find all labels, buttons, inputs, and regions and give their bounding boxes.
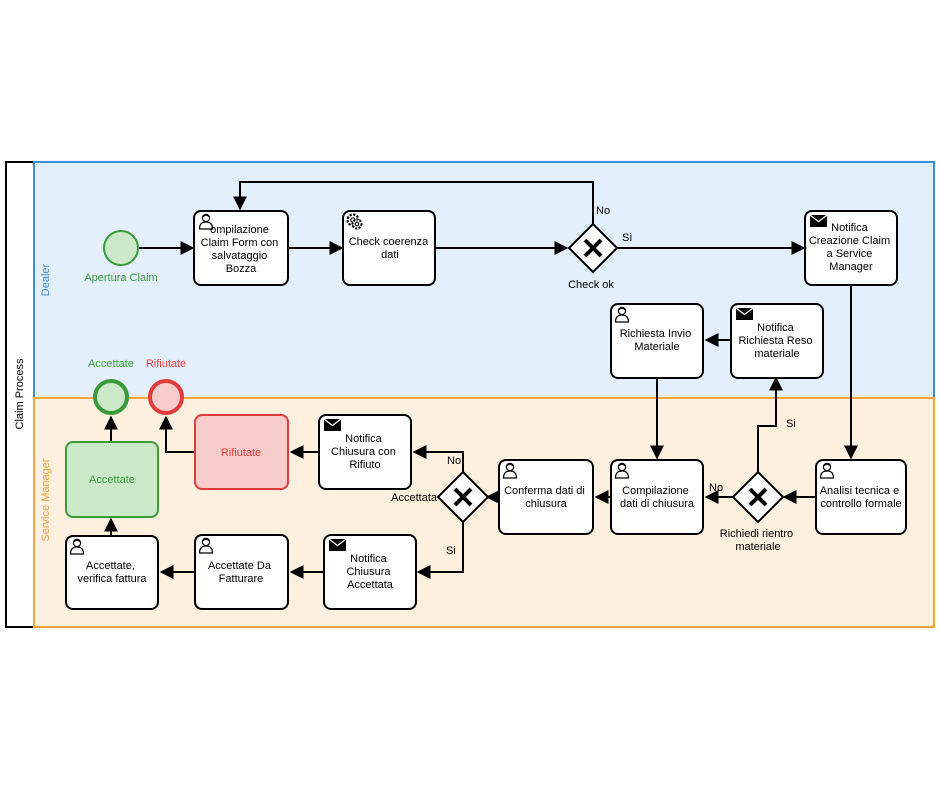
task-compilazione-claim[interactable]: ompilazione Claim Form con salvataggio B… (193, 210, 289, 286)
label-rientro-si: Si (786, 418, 796, 430)
task-label: Notifica Chiusura Accettata (346, 553, 393, 591)
task-notifica-richiesta-reso[interactable]: Notifica Richiesta Reso materiale (730, 303, 824, 379)
label-accettata-no: No (447, 455, 461, 467)
task-notifica-rifiuto[interactable]: Notifica Chiusura con Rifiuto (318, 414, 412, 490)
flow-gateway-no-loop[interactable] (233, 181, 594, 224)
pool-label: Claim Process (14, 358, 26, 429)
task-analisi-tecnica[interactable]: Analisi tecnica e controllo formale (815, 459, 907, 535)
task-label: Notifica Chiusura con Rifiuto (331, 433, 399, 471)
task-label: Accettate (89, 474, 135, 486)
end-event-rifiutate-label: Rifiutate (146, 358, 186, 370)
task-label: Analisi tecnica e controllo formale (820, 485, 903, 510)
task-label: Notifica Creazione Claim a Service Manag… (809, 222, 893, 273)
task-check-coerenza[interactable]: Check coerenza dati (342, 210, 436, 286)
envelope-icon (323, 418, 342, 432)
sequence-flows (104, 181, 858, 579)
envelope-icon (735, 307, 754, 321)
gateway-richiedi-rientro[interactable] (731, 470, 785, 524)
task-accettate[interactable]: Accettate (65, 441, 159, 518)
task-label: Accettate, verifica fattura (77, 560, 147, 585)
task-label: Check coerenza dati (349, 236, 432, 261)
task-accettate-fatturare[interactable]: Accettate Da Fatturare (194, 534, 289, 610)
envelope-icon (328, 538, 347, 552)
end-event-rifiutate[interactable] (148, 379, 184, 415)
label-accettata-si: Si (446, 545, 456, 557)
task-label: Richiesta Invio Materiale (620, 328, 695, 353)
task-accettate-verifica[interactable]: Accettate, verifica fattura (65, 535, 159, 610)
task-label: ompilazione Claim Form con salvataggio B… (201, 224, 282, 275)
task-rifiutate[interactable]: Rifiutate (194, 414, 289, 490)
flow-accettata-si[interactable] (416, 522, 464, 579)
start-event-label: Apertura Claim (84, 272, 157, 284)
task-label: Rifiutate (221, 447, 261, 459)
lane-dealer-label: Dealer (40, 263, 52, 296)
lane-service-manager (33, 397, 935, 628)
lane-service-label: Service Manager (40, 458, 52, 541)
task-label: Notifica Richiesta Reso materiale (738, 322, 815, 360)
task-compilazione-chiusura[interactable]: Compilazione dati di chiusura (610, 459, 704, 535)
task-conferma-chiusura[interactable]: Conferma dati di chiusura (498, 459, 594, 535)
gateway-check-ok[interactable] (567, 222, 619, 274)
task-notifica-creazione[interactable]: Notifica Creazione Claim a Service Manag… (804, 210, 898, 286)
gateway-check-ok-label: Check ok (568, 279, 614, 291)
task-label: Accettate Da Fatturare (208, 560, 274, 585)
start-event-apertura-claim[interactable] (103, 230, 139, 266)
label-check-no: No (596, 205, 610, 217)
flow-accettata-no[interactable] (412, 445, 464, 472)
task-notifica-accettata[interactable]: Notifica Chiusura Accettata (323, 534, 417, 610)
label-check-si: Sì (622, 232, 632, 244)
end-event-accettate[interactable] (93, 379, 129, 415)
gateway-accettata-label: Accettata (391, 492, 438, 504)
gateway-richiedi-rientro-label: Richiedi rientro materiale (720, 528, 796, 553)
flow-rientro-si[interactable] (757, 376, 783, 472)
task-label: Conferma dati di chiusura (504, 485, 588, 510)
label-rientro-no: No (709, 482, 723, 494)
task-label: Compilazione dati di chiusura (620, 485, 695, 510)
envelope-icon (809, 214, 828, 228)
task-richiesta-invio-materiale[interactable]: Richiesta Invio Materiale (610, 303, 704, 379)
end-event-accettate-label: Accettate (88, 358, 134, 370)
gateway-accettata[interactable] (436, 470, 490, 524)
flow-rifiutate-end[interactable] (159, 415, 194, 453)
